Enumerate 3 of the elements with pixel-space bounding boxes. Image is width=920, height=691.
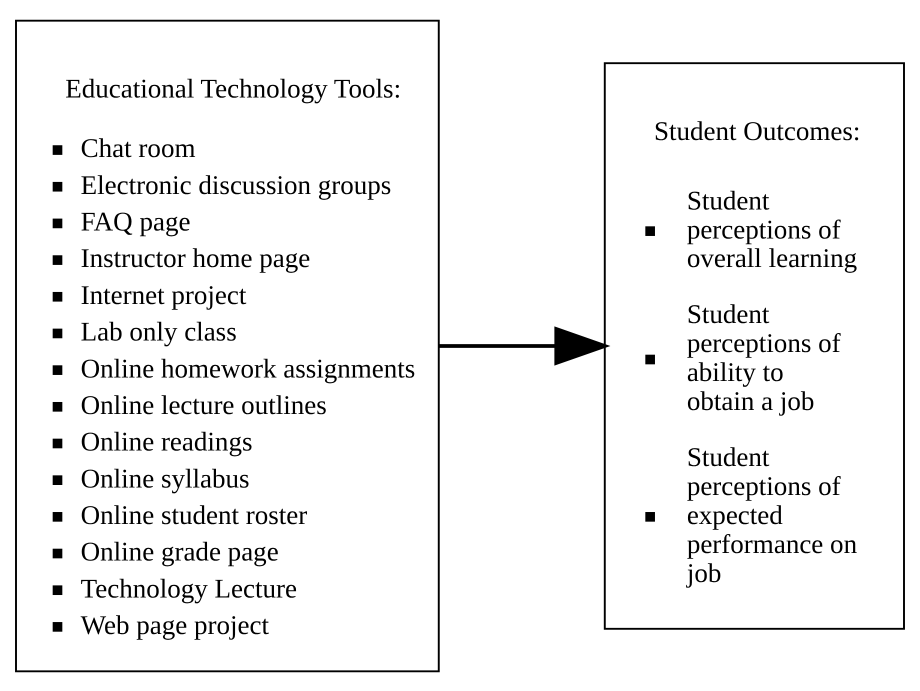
node-box: Educational Technology Tools: Chat room Electronic discussion groups FAQ page Instructor home page Internet project Lab only class Online homework assignments Online lecture outlines Online readings Online syllabus Online student roster Online grade page Technology Lecture Web page project <box>15 19 440 672</box>
node-box: Student Outcomes: Student perceptions of overall learning Student perceptions of ability to obtain a job Student perceptions of expected performance on job <box>604 62 905 630</box>
arrow <box>439 326 610 366</box>
